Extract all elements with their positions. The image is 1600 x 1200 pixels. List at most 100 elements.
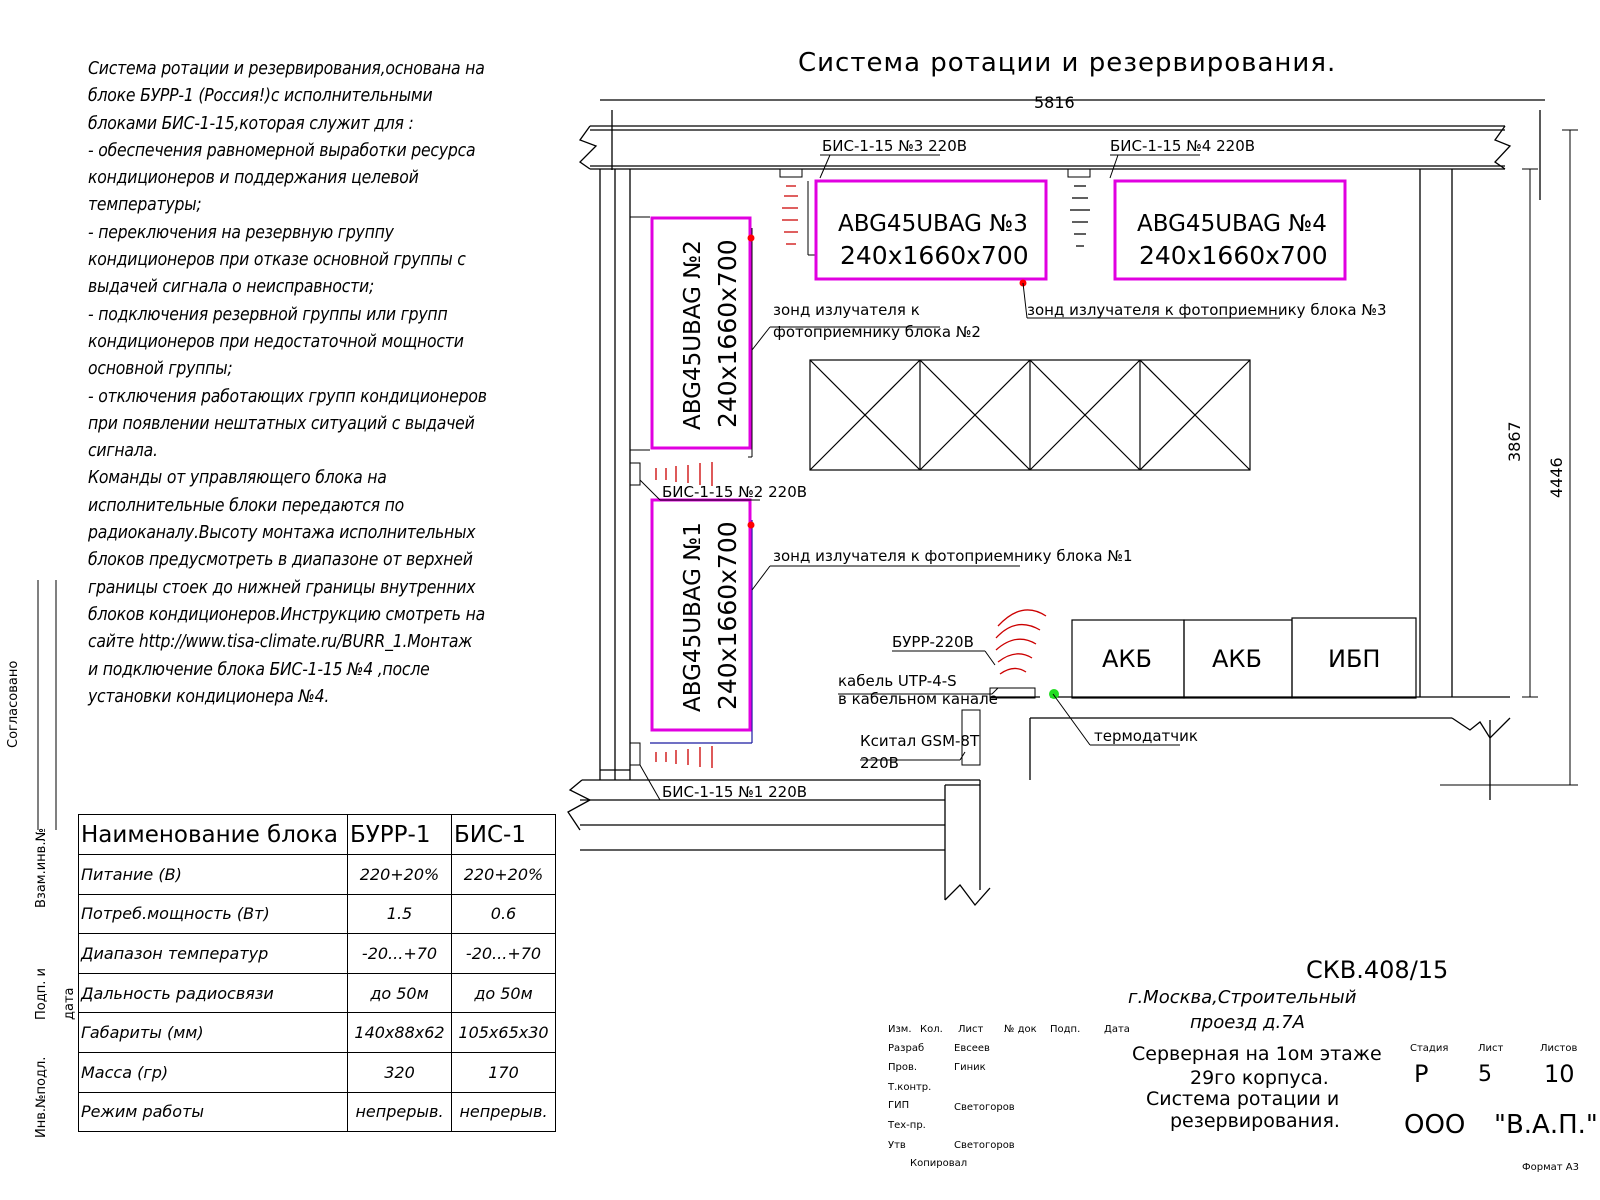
- spec-value-bis: 170: [451, 1051, 556, 1093]
- description-line: исполнительные блоки передаются по: [88, 495, 405, 516]
- spec-table: Наименование блока БУРР-1 БИС-1 Питание …: [78, 814, 556, 1133]
- spec-param: Режим работы: [78, 1091, 348, 1133]
- stamp-role: Тех-пр.: [888, 1120, 926, 1131]
- dimension-outer-height: 4446: [1547, 457, 1566, 498]
- margin-lines: [37, 580, 57, 830]
- bis-2-label: БИС-1-15 №2 220В: [662, 483, 807, 501]
- stamp-name: Гиник: [954, 1062, 986, 1073]
- dimension-width: 5816: [1034, 93, 1075, 112]
- sheet-label: Лист: [1478, 1043, 1504, 1054]
- description-line: блоке БУРР-1 (Россия!)с исполнительными: [88, 86, 433, 107]
- stage-label: Стадия: [1410, 1043, 1449, 1054]
- ups-label: ИБП: [1328, 645, 1380, 673]
- dimension-inner-height: 3867: [1505, 421, 1524, 462]
- format-label: Формат А3: [1522, 1162, 1579, 1173]
- spec-value-bis: 0.6: [451, 893, 556, 935]
- table-row: Масса (гр) 320 170: [78, 1051, 556, 1093]
- spec-value-burr: -20...+70: [347, 933, 452, 974]
- description-line: блоков предусмотреть в диапазоне от верх…: [88, 550, 473, 571]
- stamp-header-date: Дата: [1104, 1024, 1130, 1035]
- probe-2-label-line1: зонд излучателя к: [773, 301, 920, 319]
- drawing-code: СКВ.408/15: [1306, 956, 1449, 984]
- gsm-label-line1: Кситал GSM-8T: [860, 732, 980, 750]
- unit-blue-edges: [650, 520, 753, 744]
- sheets-value: 10: [1544, 1060, 1575, 1088]
- spec-param: Масса (гр): [78, 1051, 348, 1093]
- akb-2-label: АКБ: [1212, 645, 1262, 673]
- table-row: Питание (В) 220+20% 220+20%: [78, 854, 556, 895]
- stamp-role: Утв: [888, 1140, 906, 1151]
- ac-unit-4-model: ABG45UBAG №4: [1137, 211, 1327, 237]
- stamp-role: Пров.: [888, 1062, 918, 1073]
- stamp-header-izm: Изм.: [888, 1024, 912, 1035]
- bis-3-label: БИС-1-15 №3 220В: [822, 137, 967, 155]
- copied-label: Копировал: [910, 1158, 968, 1169]
- stamp-name: Евсеев: [954, 1043, 990, 1054]
- stamp-header-kol: Кол.: [920, 1024, 943, 1035]
- spec-value-bis: -20...+70: [451, 933, 556, 974]
- spec-value-bis: до 50м: [451, 972, 556, 1014]
- bis-1-label: БИС-1-15 №1 220В: [662, 783, 807, 801]
- inv-replace-label: Взам.инв.№: [34, 828, 49, 908]
- stamp-name: Светогоров: [954, 1140, 1015, 1151]
- sign-date-label-2: дата: [62, 987, 77, 1021]
- radio-waves: [655, 185, 1047, 768]
- object-line-4: резервирования.: [1170, 1110, 1340, 1132]
- description-line: температуры;: [88, 195, 202, 216]
- description-line: Команды от управляющего блока на: [88, 468, 387, 489]
- sensor-marker-1: [747, 521, 755, 529]
- spec-param: Габариты (мм): [78, 1012, 348, 1053]
- stamp-role: Т.контр.: [888, 1082, 932, 1093]
- spec-value-bis: 220+20%: [451, 854, 556, 895]
- top-wall: [578, 99, 1545, 200]
- description-line: кондиционеров и поддержания целевой: [88, 168, 419, 189]
- org-prefix: ООО: [1404, 1110, 1466, 1140]
- bis-blocks: [629, 168, 1091, 766]
- description-line: блоками БИС-1-15,которая служит для :: [88, 113, 414, 134]
- description-line: - отключения работающих групп кондиционе…: [88, 386, 487, 407]
- burr-label: БУРР-220В: [892, 633, 974, 651]
- description-line: кондиционеров при недостаточной мощности: [88, 331, 464, 352]
- description-line: сигнала.: [88, 441, 158, 462]
- server-racks: [809, 359, 1251, 471]
- dimension-lines: [1440, 129, 1578, 786]
- table-row: Режим работы непрерыв. непрерыв.: [78, 1091, 556, 1133]
- description-line: - обеспечения равномерной выработки ресу…: [88, 140, 476, 161]
- description-line: при появлении нештатных ситуаций с выдач…: [88, 413, 475, 434]
- table-row: Габариты (мм) 140x88x62 105x65x30: [78, 1012, 556, 1053]
- sheets-label: Листов: [1540, 1043, 1578, 1054]
- address-line-1: г.Москва,Строительный: [1128, 987, 1357, 1008]
- object-line-1: Серверная на 1ом этаже: [1132, 1043, 1382, 1065]
- power-cabinets: [1071, 617, 1417, 699]
- sensor-marker-2: [747, 234, 755, 242]
- spec-header-row: Наименование блока БУРР-1 БИС-1: [78, 814, 556, 855]
- stamp-role: Разраб: [888, 1043, 925, 1054]
- spec-value-burr: непрерыв.: [347, 1091, 452, 1133]
- sign-date-label-1: Подп. и: [34, 968, 49, 1020]
- description-line: основной группы;: [88, 359, 233, 380]
- right-wall: [990, 169, 1511, 800]
- ac-unit-2-model: ABG45UBAG №2: [680, 240, 706, 430]
- stamp-role: ГИП: [888, 1100, 910, 1111]
- spec-value-burr: 220+20%: [347, 854, 452, 895]
- description-text: Система ротации и резервирования,основан…: [88, 56, 568, 711]
- spec-value-bis: непрерыв.: [451, 1091, 556, 1133]
- spec-value-burr: 140x88x62: [347, 1012, 452, 1053]
- description-line: блоков кондиционеров.Инструкцию смотреть…: [88, 604, 486, 625]
- ac-unit-1-size: 240x1660x700: [713, 521, 742, 710]
- thermo-label: термодатчик: [1094, 727, 1198, 745]
- description-line: выдачей сигнала о неисправности;: [88, 277, 375, 298]
- description-line: - подключения резервной группы или групп: [88, 304, 448, 325]
- description-line: Система ротации и резервирования,основан…: [88, 59, 485, 79]
- address-line-2: проезд д.7А: [1190, 1012, 1305, 1033]
- probe-1-label: зонд излучателя к фотоприемнику блока №1: [773, 547, 1133, 565]
- description-line: границы стоек до нижней границы внутренн…: [88, 577, 476, 598]
- bottom-wall: [567, 769, 991, 907]
- description-line: и подключение блока БИС-1-15 №4 ,после: [88, 659, 430, 680]
- spec-param: Дальность радиосвязи: [78, 972, 348, 1014]
- stamp-name: Светогоров: [954, 1102, 1015, 1113]
- thermo-sensor-marker: [1049, 689, 1059, 699]
- spec-param: Питание (В): [78, 854, 348, 895]
- left-wall: [599, 169, 631, 780]
